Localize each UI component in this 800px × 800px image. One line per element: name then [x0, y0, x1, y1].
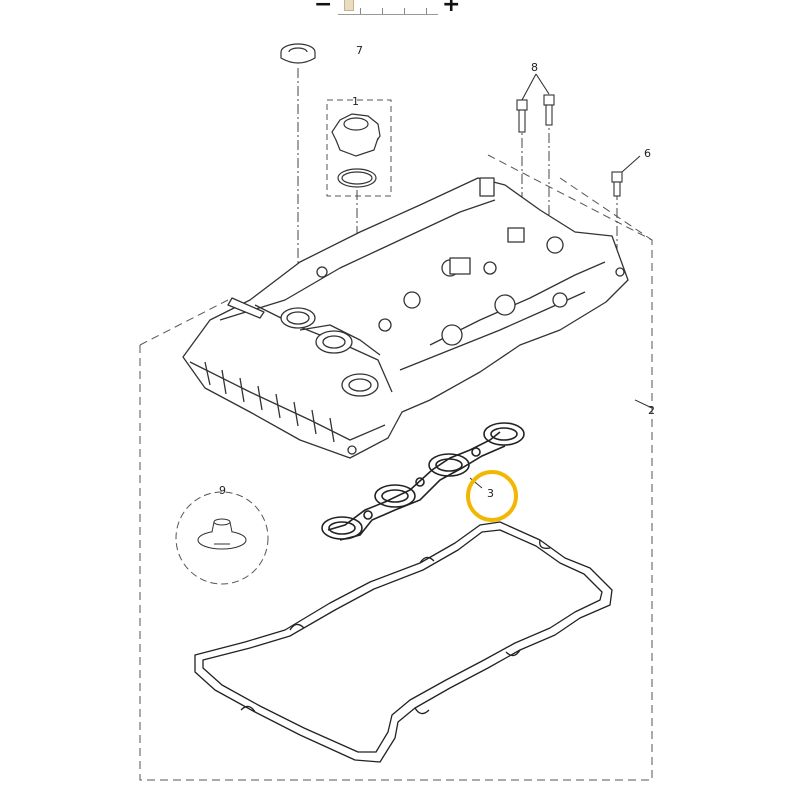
callout-6[interactable]: 6 [644, 147, 651, 160]
spark-plug-seals [321, 422, 525, 541]
seal-washer [280, 43, 316, 64]
part-1-group-box [326, 99, 392, 197]
zoom-slider-track[interactable] [338, 6, 438, 15]
cover-gasket [194, 521, 613, 763]
zoom-out-button[interactable]: − [314, 0, 333, 17]
callout-3[interactable]: 3 [487, 487, 494, 500]
single-bolt [611, 155, 641, 197]
oil-filler-cap [331, 113, 381, 188]
grommet-detail [175, 491, 269, 585]
zoom-in-button[interactable]: + [442, 0, 461, 17]
callout-9[interactable]: 9 [219, 484, 226, 497]
valve-cover [182, 177, 629, 459]
callout-2[interactable]: 2 [648, 404, 655, 417]
zoom-tick [404, 8, 405, 14]
zoom-tick [426, 8, 427, 14]
zoom-control: − + [310, 0, 460, 16]
callout-7[interactable]: 7 [356, 44, 363, 57]
zoom-tick [360, 8, 361, 14]
callout-8[interactable]: 8 [531, 61, 538, 74]
zoom-slider-thumb[interactable] [344, 0, 354, 11]
callout-1[interactable]: 1 [352, 95, 359, 108]
highlight-ring [466, 470, 518, 522]
cover-bolts [516, 73, 555, 133]
assembly-boundary [139, 154, 653, 781]
zoom-tick [382, 8, 383, 14]
